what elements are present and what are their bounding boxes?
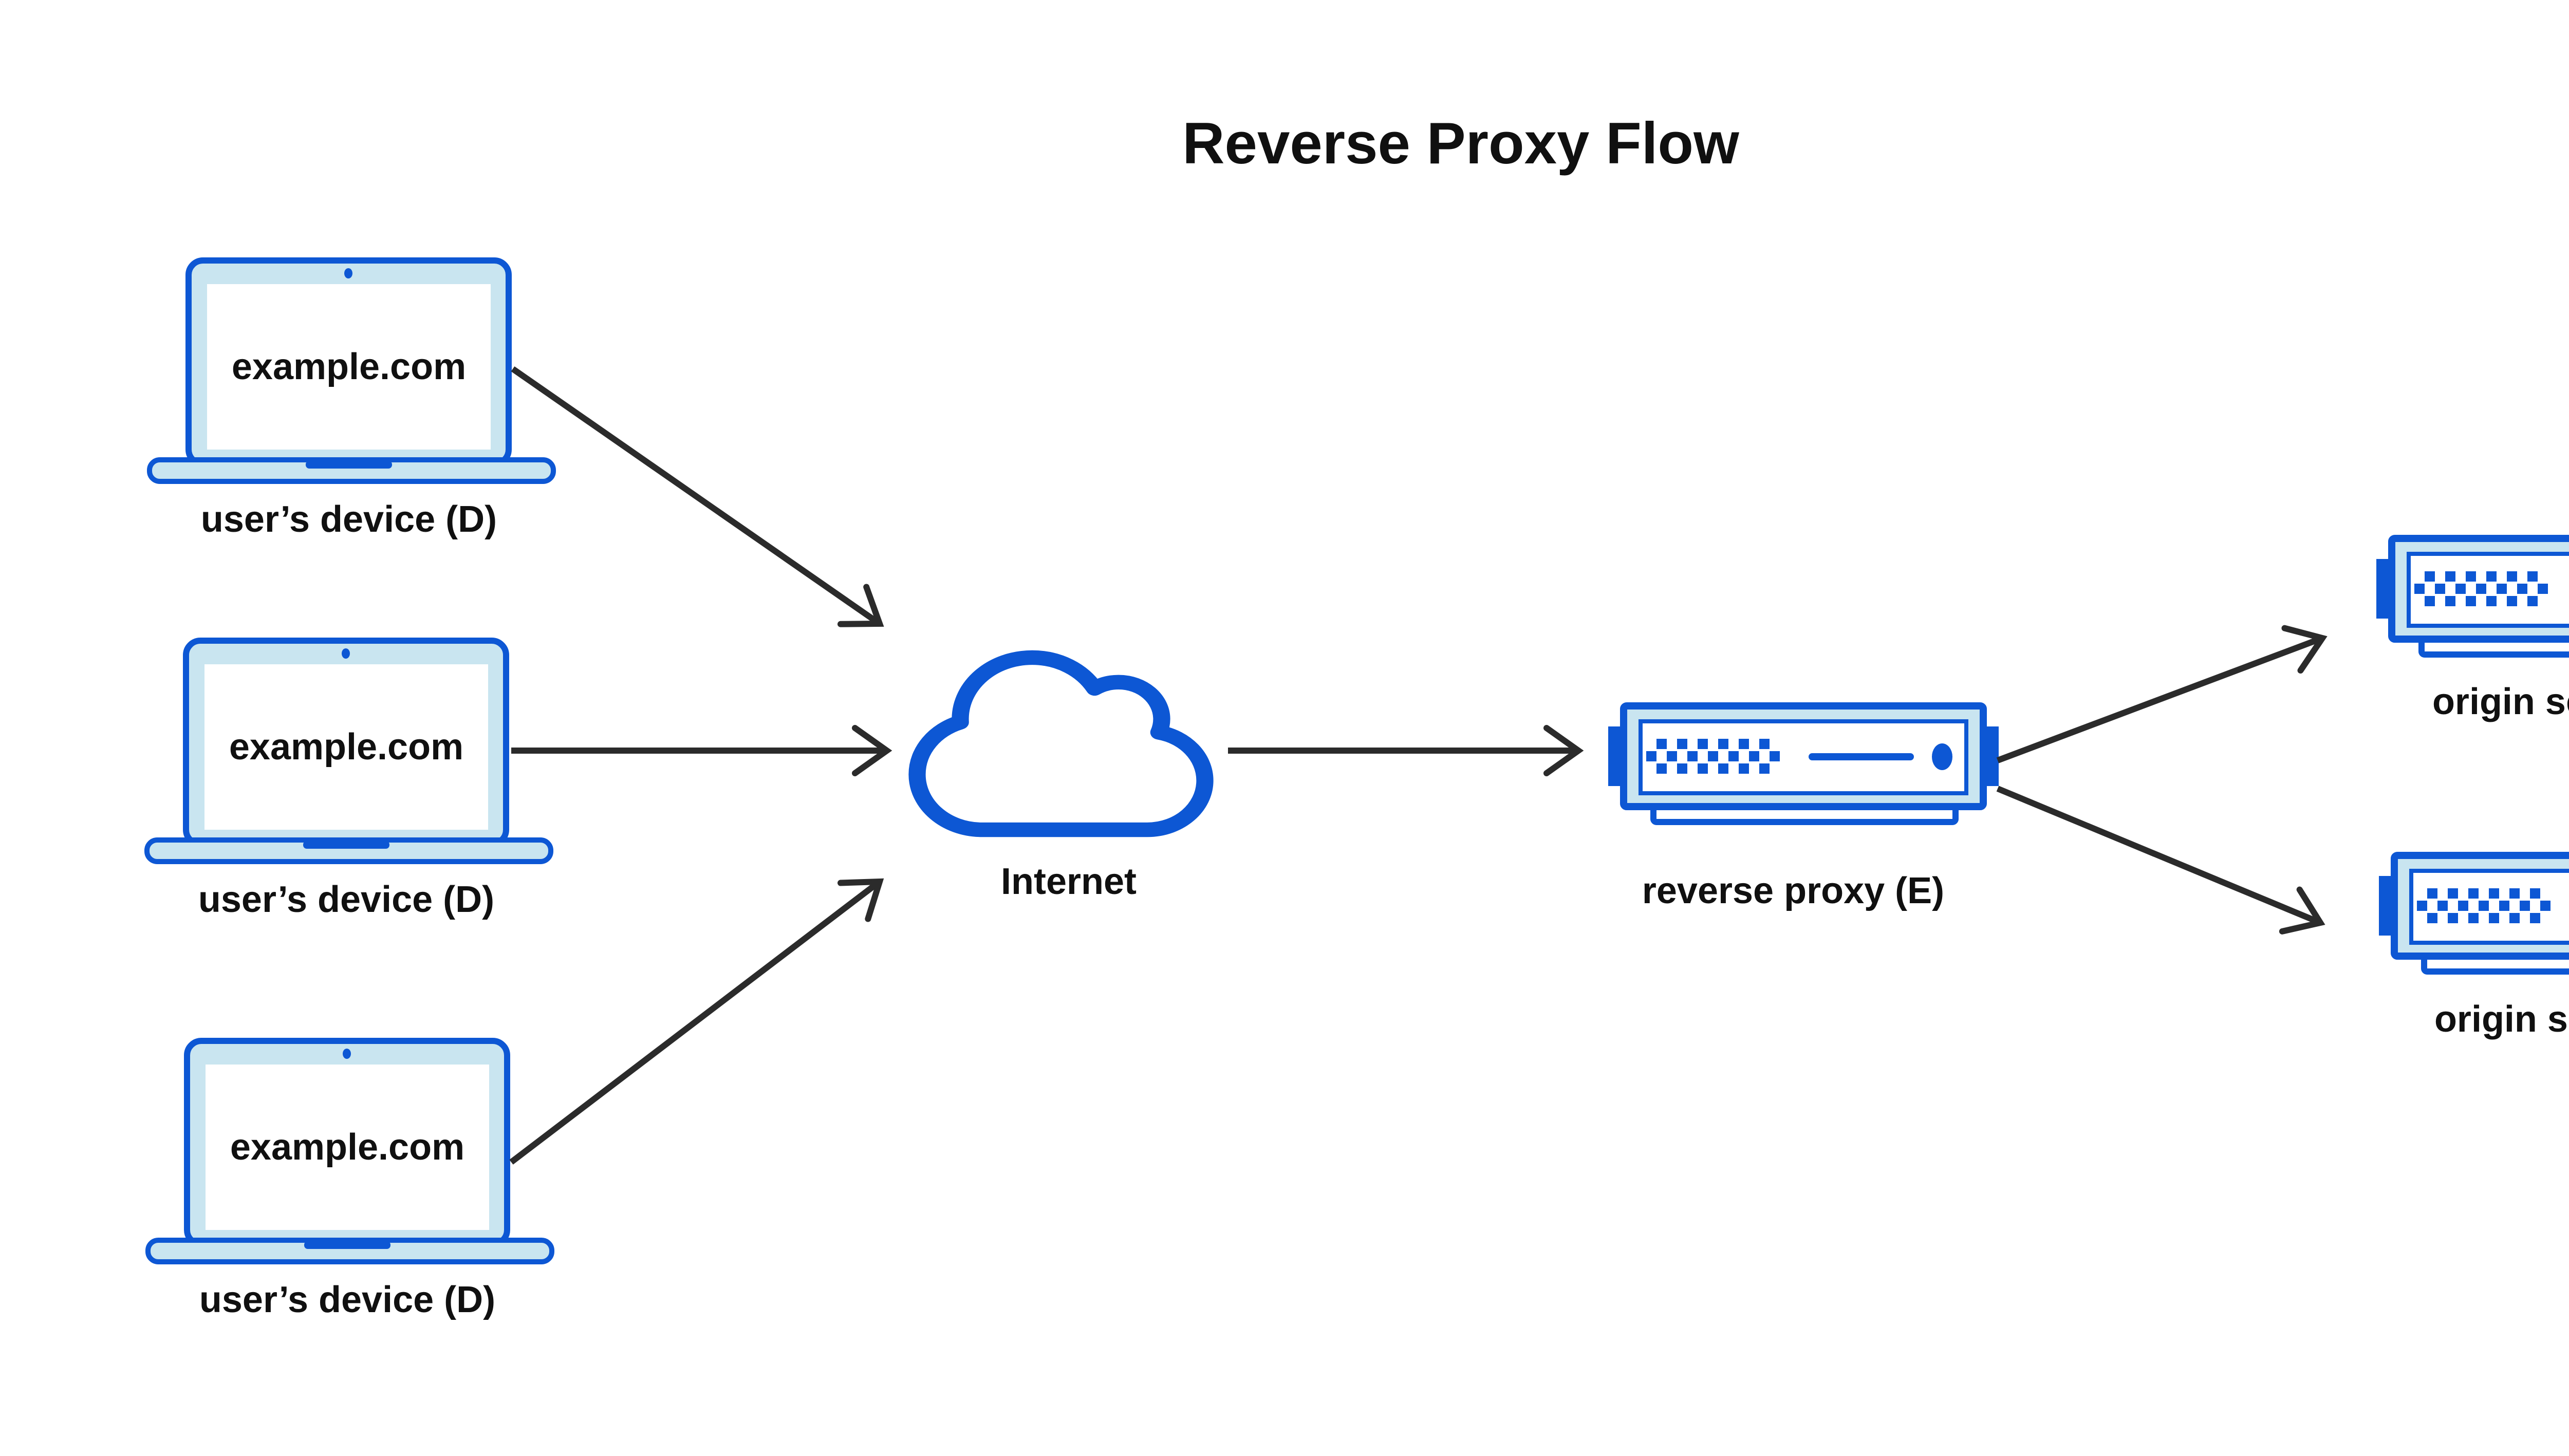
device-screen-text: example.com — [230, 1127, 464, 1168]
origin-server-label: origin server (F) — [2434, 999, 2569, 1040]
device-screen-text: example.com — [232, 346, 466, 387]
device-screen-text: example.com — [229, 726, 463, 768]
arrow-device3-to-internet — [509, 878, 884, 1165]
origin-server-node: origin server (F) — [2376, 538, 2569, 722]
rack-server-icon — [2379, 855, 2569, 972]
internet-label: Internet — [1001, 861, 1137, 902]
origin-server-label: origin server (F) — [2432, 681, 2569, 722]
device-label: user’s device (D) — [201, 499, 497, 540]
arrow-proxy-to-origin1 — [1996, 625, 2328, 763]
device-label: user’s device (D) — [198, 879, 494, 920]
user-device-node: example.com user’s device (D) — [147, 641, 551, 920]
cloud-icon — [908, 650, 1214, 837]
reverse-proxy-label: reverse proxy (E) — [1642, 870, 1944, 911]
user-device-node: example.com user’s device (D) — [150, 260, 553, 540]
user-device-node: example.com user’s device (D) — [148, 1041, 552, 1320]
origin-server-node: origin server (F) — [2379, 855, 2569, 1040]
rack-server-icon — [2376, 538, 2569, 655]
arrow-proxy-to-origin2 — [1996, 786, 2325, 935]
reverse-proxy-node: reverse proxy (E) — [1608, 706, 1999, 911]
diagram-title: Reverse Proxy Flow — [1182, 111, 1739, 176]
rack-server-icon — [1608, 706, 1999, 822]
flow-arrows — [509, 366, 2328, 1165]
arrow-device1-to-internet — [511, 366, 884, 627]
device-label: user’s device (D) — [199, 1279, 495, 1320]
internet-node: Internet — [908, 650, 1214, 902]
